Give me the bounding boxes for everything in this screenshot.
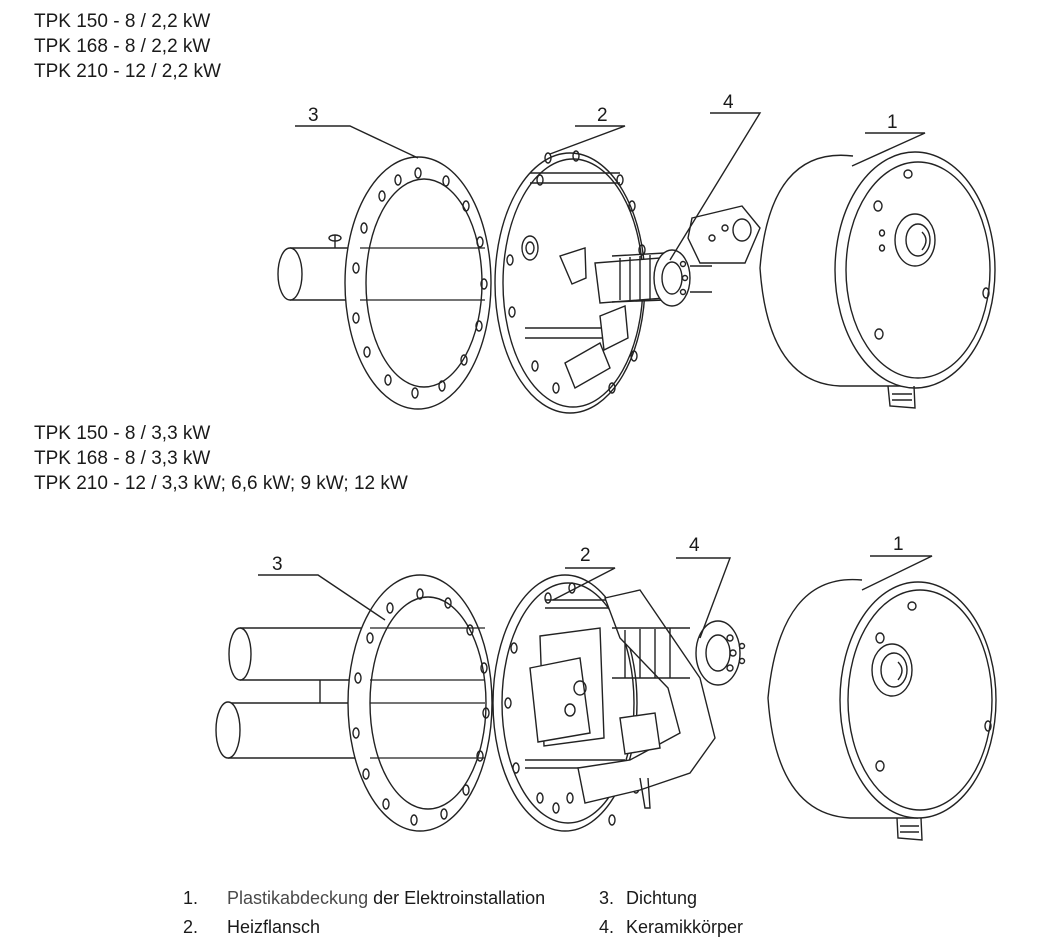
model-line: TPK 210 - 12 / 2,2 kW: [34, 61, 221, 82]
callout-label: 2: [597, 105, 608, 126]
ceramic-body-drawing: [611, 205, 761, 307]
legend-text: Plastikabdeckung: [227, 888, 369, 908]
legend-number: 3.: [599, 888, 615, 908]
exploded-drawing-bottom: 3 2 4 1: [215, 534, 997, 841]
legend-left: 1. Plastikabdeckung der Elektroinstallati…: [183, 884, 545, 942]
callout-label: 4: [689, 535, 700, 556]
legend-text: Heizflansch: [227, 917, 321, 937]
gasket-drawing: [347, 574, 493, 832]
callout-label: 3: [308, 105, 319, 126]
plastic-cover-drawing: [759, 151, 996, 409]
legend-text: Dichtung: [626, 888, 698, 908]
legend-item: 2. Heizflansch: [183, 913, 545, 942]
callout-leaders: [258, 555, 933, 639]
legend-number: 4.: [599, 917, 615, 937]
callout-label: 3: [272, 554, 283, 575]
plastic-cover-drawing: [767, 578, 997, 841]
heating-tubes: [215, 627, 400, 759]
callout-label: 1: [887, 112, 898, 133]
model-line: TPK 168 - 8 / 2,2 kW: [34, 36, 211, 57]
legend-item: 3. Dichtung: [599, 884, 743, 913]
legend-text: Keramikkörper: [626, 917, 744, 937]
callout-leaders: [295, 112, 926, 261]
callout-label: 1: [893, 534, 904, 555]
model-line: TPK 150 - 8 / 2,2 kW: [34, 11, 211, 32]
legend-item: 4. Keramikkörper: [599, 913, 743, 942]
model-line: TPK 168 - 8 / 3,3 kW: [34, 448, 211, 469]
gasket-drawing: [344, 156, 492, 410]
legend-right: 3. Dichtung 4. Keramikkörper: [599, 884, 743, 942]
legend-text: der Elektroinstallation: [368, 888, 546, 908]
heating-flange-drawing: [494, 150, 666, 414]
legend-item: 1. Plastikabdeckung der Elektroinstallati…: [183, 884, 545, 913]
legend-number: 2.: [183, 917, 199, 937]
ceramic-body-drawing: [577, 589, 746, 809]
model-line: TPK 150 - 8 / 3,3 kW: [34, 423, 211, 444]
model-line: TPK 210 - 12 / 3,3 kW; 6,6 kW; 9 kW; 12 …: [34, 473, 408, 494]
exploded-drawing-top: 3 2 4 1: [277, 92, 996, 414]
model-list-bottom: TPK 150 - 8 / 3,3 kW TPK 168 - 8 / 3,3 k…: [34, 421, 408, 496]
callout-label: 4: [723, 92, 734, 113]
model-list-top: TPK 150 - 8 / 2,2 kW TPK 168 - 8 / 2,2 k…: [34, 9, 221, 84]
legend-number: 1.: [183, 888, 199, 908]
callout-label: 2: [580, 545, 591, 566]
